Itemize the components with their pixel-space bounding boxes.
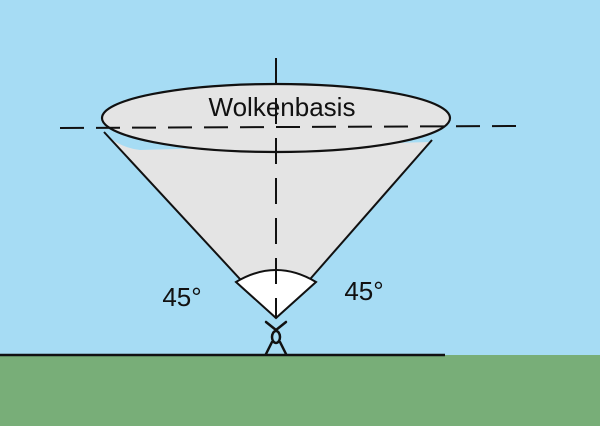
sight-cone (104, 133, 430, 318)
horizontal-dashed-line (59, 125, 517, 129)
angle-label-left: 45° (162, 282, 201, 312)
cloud-base-label: Wolkenbasis (209, 92, 356, 122)
angle-label-right: 45° (344, 276, 383, 306)
observer-figure (264, 320, 288, 356)
ground (0, 355, 600, 426)
